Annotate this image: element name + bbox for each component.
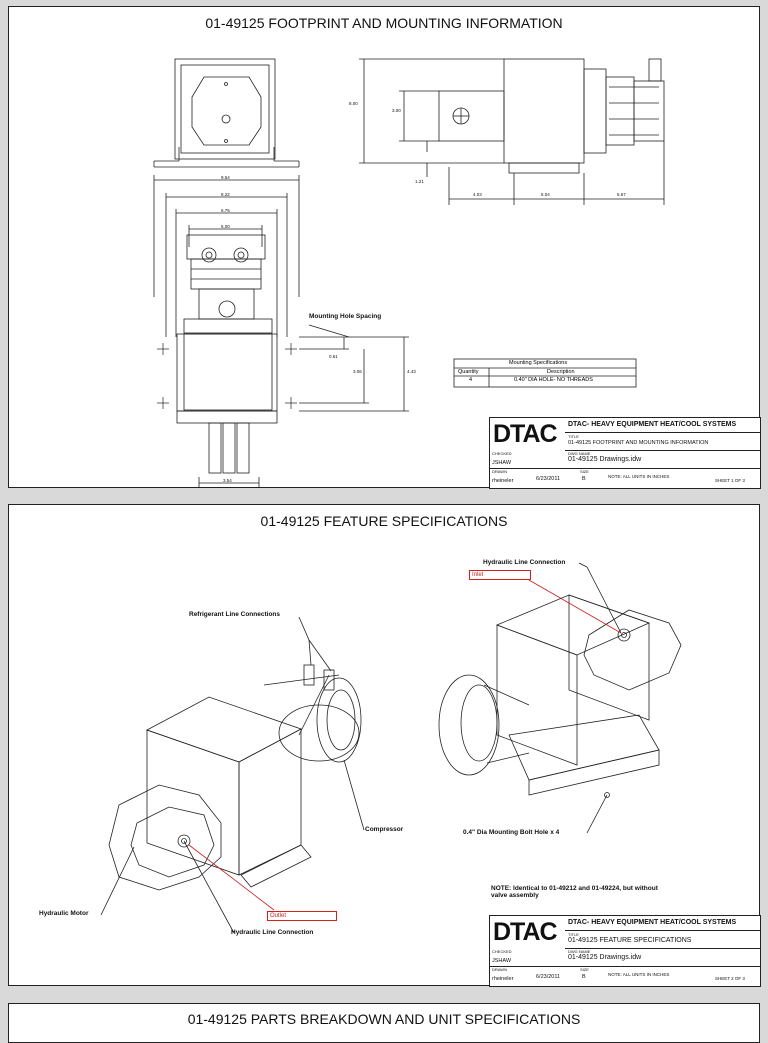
dwg-name-label: DWG NAME (568, 949, 591, 954)
refrigerant-line-label: Refrigerant Line Connections (189, 611, 281, 618)
outlet-label: Outlet (267, 911, 337, 921)
dim-8-00: 8.00 (349, 101, 358, 106)
hydraulic-line-bottom-label: Hydraulic Line Connection (231, 929, 314, 936)
feature-drawing (100, 562, 682, 934)
spec-description: 0.40" DIA HOLE- NO THREADS (514, 377, 593, 383)
size-value: B (582, 974, 586, 980)
checked-by: JSHAW (492, 460, 512, 466)
dim-5-67: 5.67 (617, 192, 626, 197)
drawing-title: 01-49125 FEATURE SPECIFICATIONS (568, 937, 692, 944)
drawing-title: 01-49125 FOOTPRINT AND MOUNTING INFORMAT… (568, 440, 709, 446)
sheet-title: 01-49125 FOOTPRINT AND MOUNTING INFORMAT… (205, 15, 563, 31)
dtac-logo: DTAC (493, 420, 558, 448)
dim-0-61: 0.61 (329, 354, 338, 359)
dim-5-04: 5.04 (541, 192, 550, 197)
drawn-label: DRAWN (492, 469, 507, 474)
dim-4-03: 4.03 (473, 192, 482, 197)
spec-quantity: 4 (469, 377, 473, 383)
dim-6-75: 6.75 (221, 208, 230, 213)
title-label: TITLE (568, 932, 579, 937)
units-note: NOTE: ALL UNITS IN INCHES (608, 474, 670, 479)
dim-4-43: 4.43 (407, 369, 416, 374)
inlet-label: Inlet (469, 570, 531, 580)
checked-label: CHECKED (492, 451, 512, 456)
sheet-features: 01-49125 FEATURE SPECIFICATIONS (8, 504, 761, 987)
dwg-name: 01-49125 Drawings.idw (568, 456, 642, 463)
checked-label: CHECKED (492, 949, 512, 954)
dim-3-54: 3.54 (223, 478, 232, 483)
title-block: DTAC DTAC- HEAVY EQUIPMENT HEAT/COOL SYS… (489, 417, 761, 489)
sheet-title: 01-49125 PARTS BREAKDOWN AND UNIT SPECIF… (187, 1011, 581, 1027)
identical-note: NOTE: Identical to 01-49212 and 01-49224… (491, 885, 658, 899)
drawn-label: DRAWN (492, 967, 507, 972)
dim-8-22: 8.22 (221, 192, 230, 197)
compressor-label: Compressor (365, 826, 404, 833)
mounting-bolt-label: 0.4" Dia Mounting Bolt Hole x 4 (463, 829, 560, 836)
size-label: SIZE (580, 469, 589, 474)
units-note: NOTE: ALL UNITS IN INCHES (608, 972, 670, 977)
dtac-logo: DTAC (493, 918, 558, 946)
spec-caption: Mounting Specifications (509, 360, 568, 366)
drawn-by: rheineler (492, 478, 514, 484)
checked-by: JSHAW (492, 958, 512, 964)
dim-3-00: 3.00 (392, 108, 401, 113)
dim-1-21: 1.21 (415, 179, 424, 184)
dim-3-06: 3.06 (353, 369, 362, 374)
hydraulic-line-top-label: Hydraulic Line Connection (483, 559, 566, 566)
mounting-hole-spacing-label: Mounting Hole Spacing (309, 313, 382, 320)
sheet-parts: 01-49125 PARTS BREAKDOWN AND UNIT SPECIF… (8, 1003, 760, 1043)
title-label: TITLE (568, 434, 579, 439)
sheet-number: SHEET 1 OF 3 (715, 478, 745, 483)
company-name: DTAC- HEAVY EQUIPMENT HEAT/COOL SYSTEMS (568, 919, 737, 926)
spec-header-description: Description (547, 369, 575, 375)
company-name: DTAC- HEAVY EQUIPMENT HEAT/COOL SYSTEMS (568, 421, 737, 428)
drawing-date: 6/23/2011 (536, 476, 561, 482)
size-label: SIZE (580, 967, 589, 972)
dim-5-00: 5.00 (221, 224, 230, 229)
drawn-by: rheineler (492, 976, 514, 982)
footprint-drawing (153, 58, 665, 487)
size-value: B (582, 476, 586, 482)
title-block: DTAC DTAC- HEAVY EQUIPMENT HEAT/COOL SYS… (489, 915, 761, 987)
spec-header-quantity: Quantity (458, 369, 479, 375)
dwg-name: 01-49125 Drawings.idw (568, 954, 642, 961)
hydraulic-motor-label: Hydraulic Motor (39, 910, 89, 917)
sheet-footprint: 01-49125 FOOTPRINT AND MOUNTING INFORMAT… (8, 6, 761, 489)
sheet-title: 01-49125 FEATURE SPECIFICATIONS (260, 513, 508, 529)
drawing-date: 6/23/2011 (536, 974, 561, 980)
sheet-number: SHEET 2 OF 3 (715, 976, 745, 981)
dwg-name-label: DWG NAME (568, 451, 591, 456)
dim-9-54: 9.54 (221, 175, 230, 180)
